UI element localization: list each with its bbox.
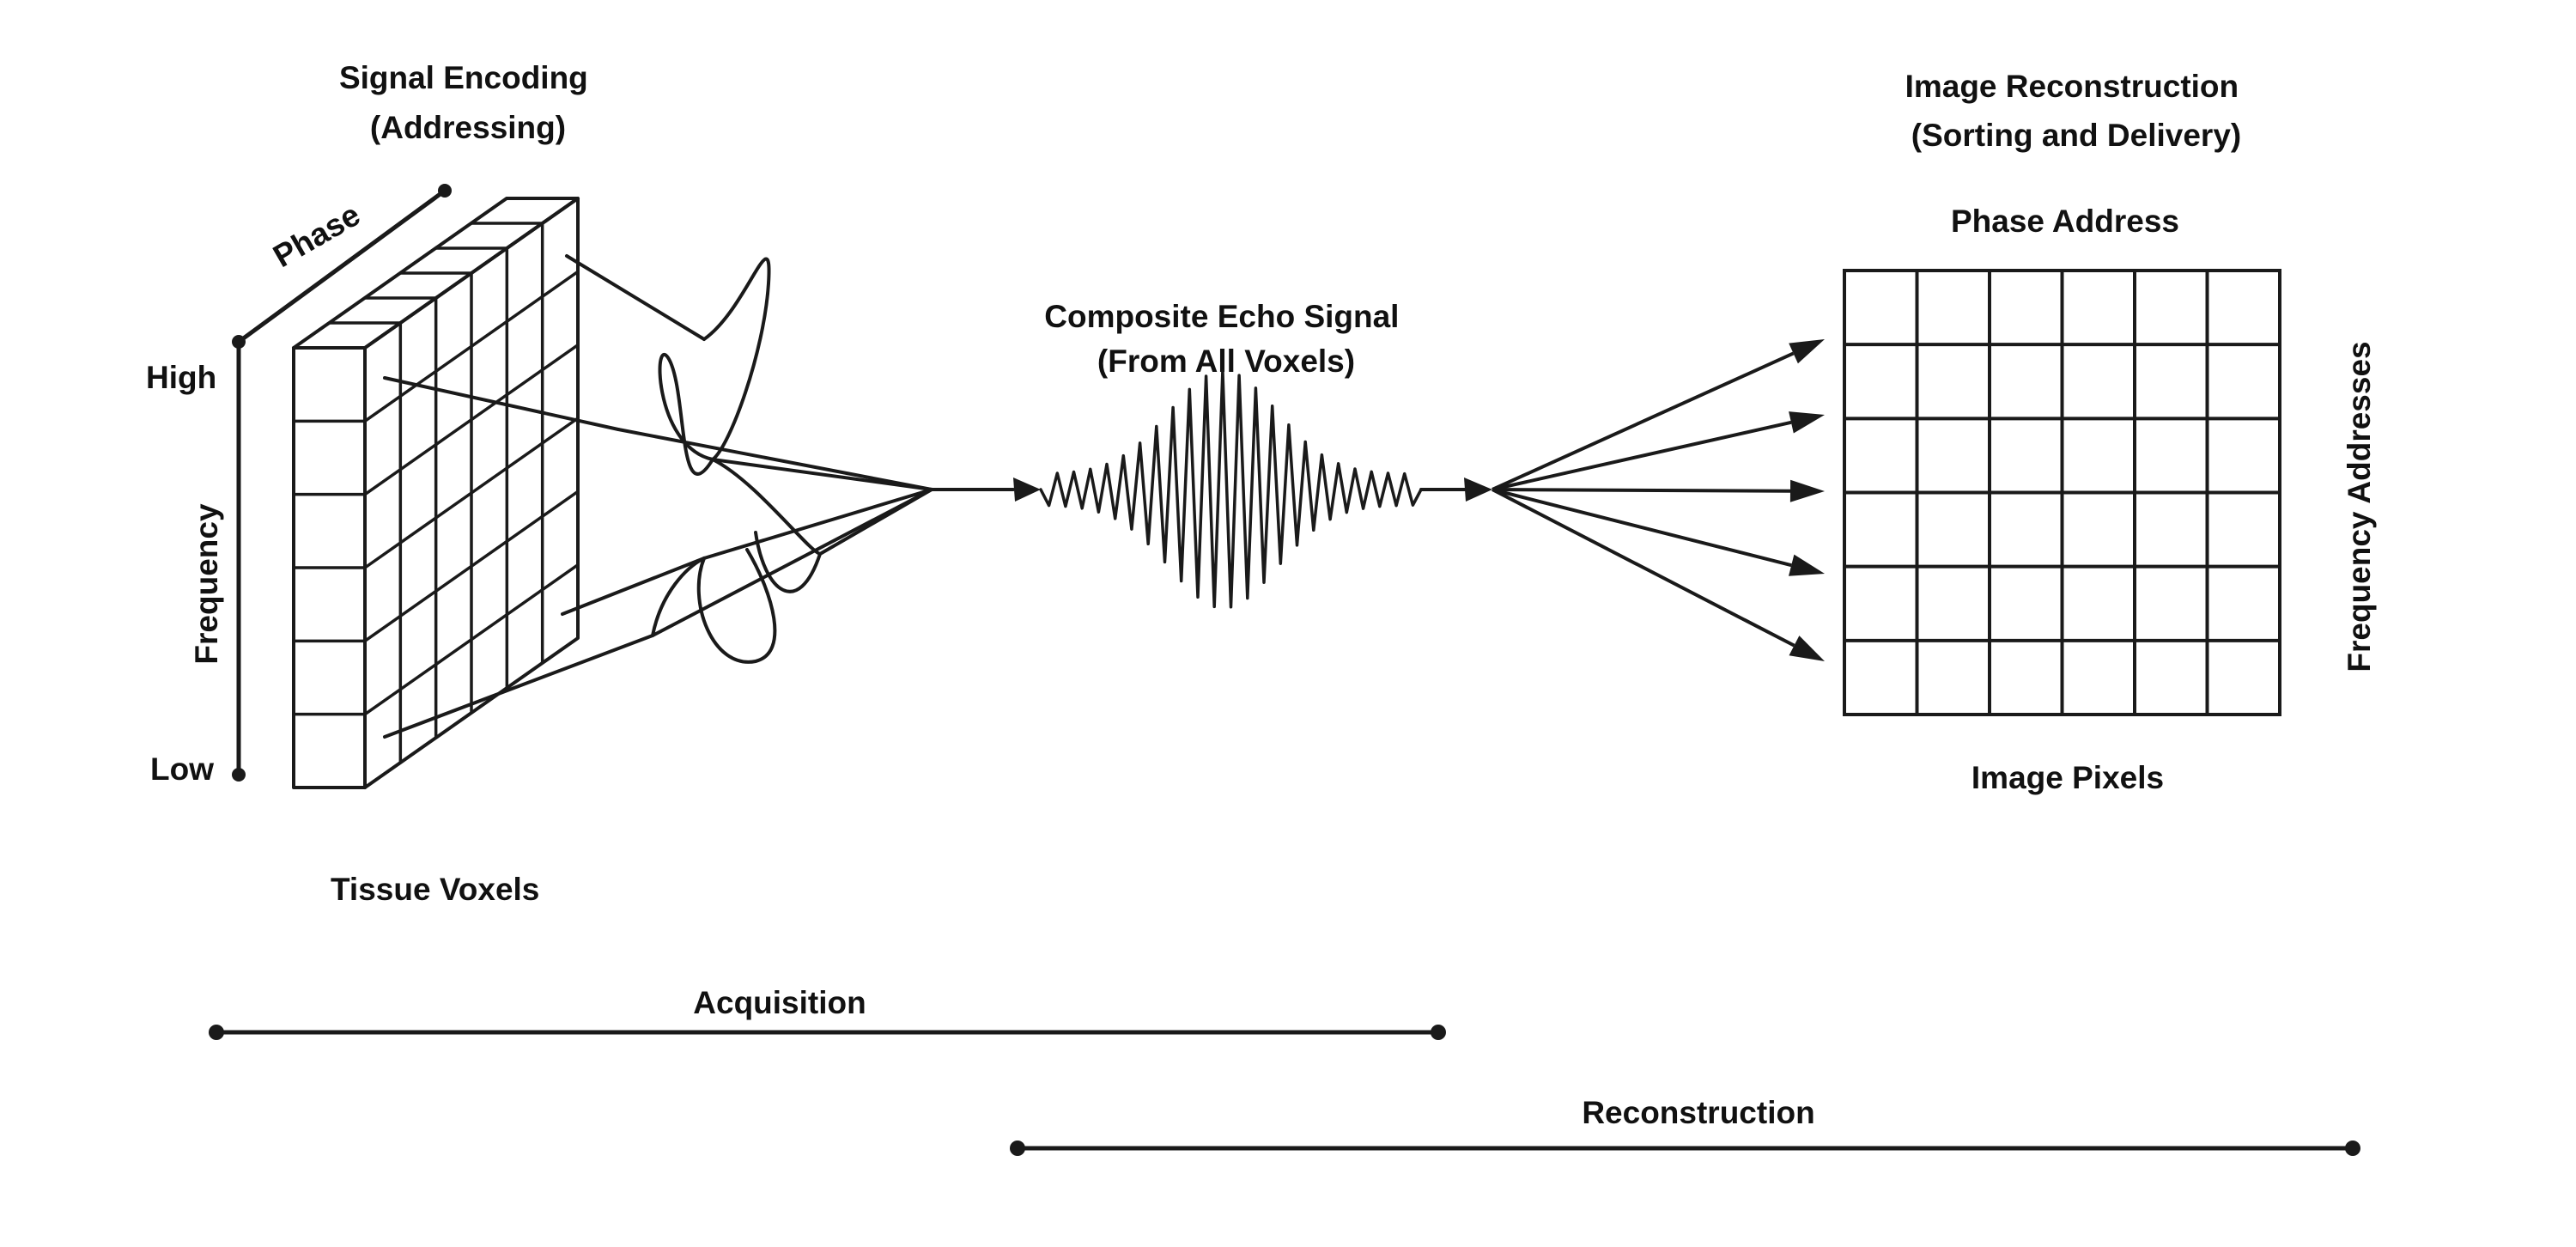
distribution-arrowhead: [1789, 554, 1825, 576]
high-label: High: [146, 360, 216, 395]
distribution-arrow-line: [1492, 488, 1791, 493]
tissue-voxels-label: Tissue Voxels: [331, 872, 539, 907]
image-pixels-label: Image Pixels: [1971, 760, 2164, 795]
distribution-arrow-line: [1492, 488, 1795, 648]
reconstruction-bar: [1010, 1141, 2360, 1156]
distribution-arrow-line: [1492, 420, 1792, 491]
frequency-axis-label: Frequency: [189, 503, 224, 665]
distribution-arrowhead: [1789, 339, 1825, 364]
composite-echo-title: Composite Echo Signal (From All Voxels): [1044, 299, 1408, 379]
phase-address-label: Phase Address: [1951, 204, 2179, 239]
frequency-addresses-label: Frequency Addresses: [2342, 341, 2377, 672]
distribution-arrows: [1492, 339, 1825, 661]
low-label: Low: [150, 751, 214, 787]
echo-arrowhead-right: [1464, 478, 1492, 502]
distribution-arrowhead: [1789, 411, 1825, 434]
acquisition-label: Acquisition: [693, 985, 866, 1020]
voxel-signal-paths: [383, 254, 933, 739]
frequency-axis: [232, 339, 246, 782]
image-pixel-grid: [1843, 269, 2281, 716]
reconstruction-label: Reconstruction: [1582, 1095, 1814, 1130]
composite-echo-waveform: [930, 369, 1492, 609]
acquisition-bar: [209, 1025, 1446, 1040]
image-reconstruction-title: Image Reconstruction (Sorting and Delive…: [1905, 69, 2248, 153]
distribution-arrow-line: [1492, 351, 1795, 491]
distribution-arrow-line: [1492, 488, 1792, 568]
distribution-arrowhead: [1789, 479, 1825, 502]
tissue-voxel-block: [292, 197, 580, 789]
signal-encoding-title: Signal Encoding (Addressing): [339, 60, 597, 145]
distribution-arrowhead: [1789, 636, 1825, 661]
phase-label: Phase: [267, 197, 366, 274]
echo-arrowhead-left: [1013, 478, 1041, 502]
